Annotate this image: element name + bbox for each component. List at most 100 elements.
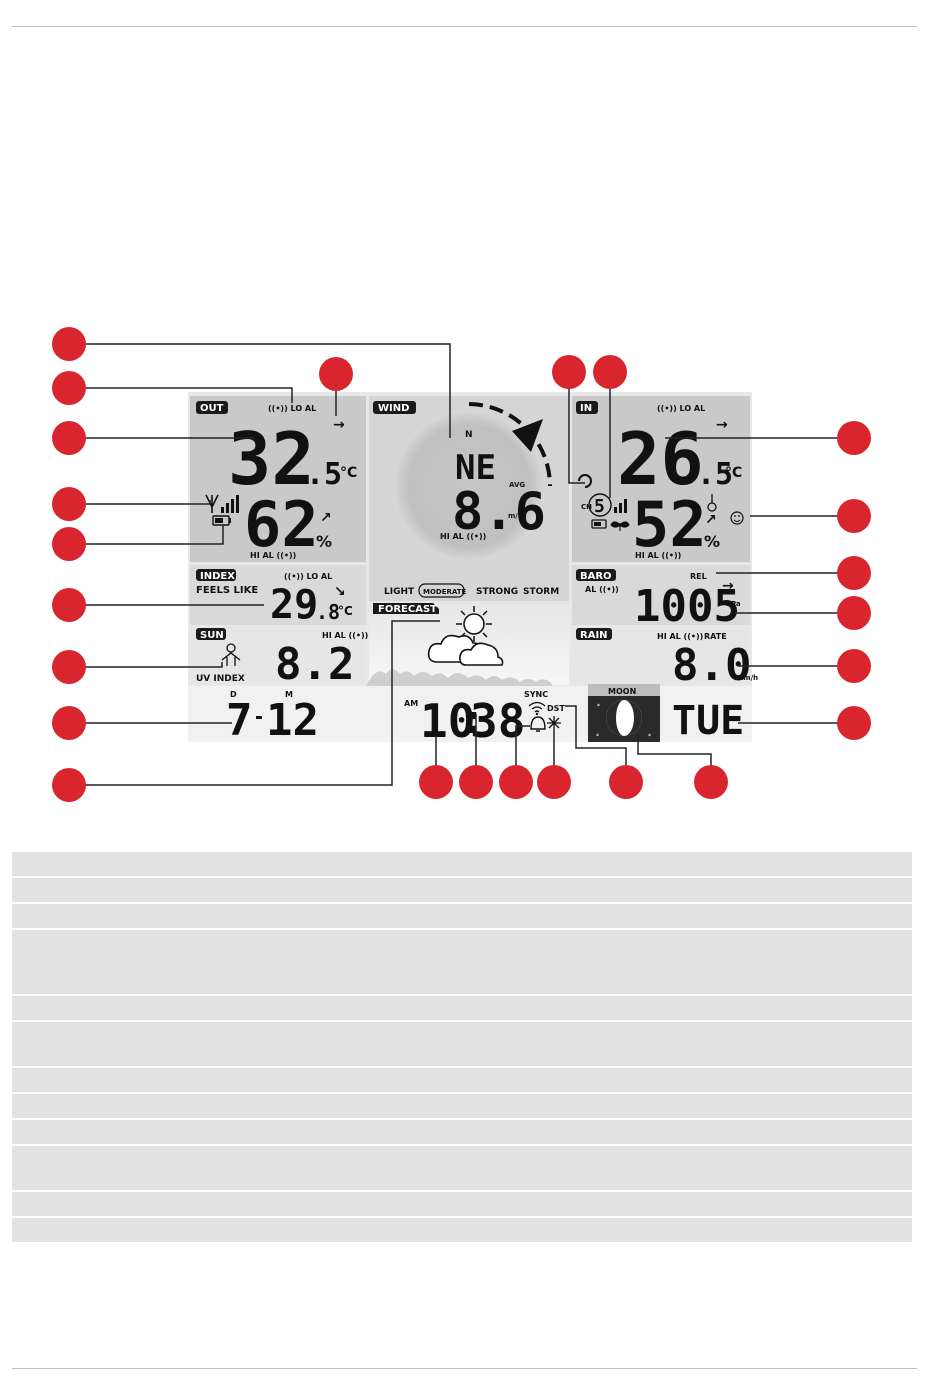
sync-label: SYNC	[524, 690, 548, 699]
battery-icon	[212, 515, 231, 526]
in-battery-icon	[591, 519, 607, 529]
moon-icon: * * *	[596, 700, 651, 740]
out-panel	[190, 396, 366, 562]
baro-unit: hPa	[726, 600, 741, 608]
wind-speed-unit: m/s	[508, 512, 522, 520]
forecast-tag: FORECAST	[378, 604, 437, 615]
legend-row	[12, 878, 912, 904]
callout-marker	[419, 765, 453, 799]
legend-row	[12, 996, 912, 1022]
callout-marker	[694, 765, 728, 799]
in-trend-arrow: →	[716, 417, 728, 433]
out-humidity-trend: ↗	[320, 510, 332, 526]
wind-avg-label: AVG	[509, 481, 525, 489]
out-tag: OUT	[200, 403, 224, 414]
out-trend-arrow: →	[333, 417, 345, 433]
callout-marker	[52, 421, 86, 455]
legend-row	[12, 1022, 912, 1068]
sun-tag-bg	[196, 628, 226, 640]
moon-label: MOON	[608, 687, 636, 696]
top-rule	[12, 26, 917, 27]
baro-rel-label: REL	[690, 572, 707, 581]
out-alarm-high: HI AL ((•))	[250, 551, 296, 560]
feels-like-unit: °C	[338, 604, 353, 618]
index-alarm-low: ((•)) LO AL	[284, 572, 332, 581]
index-tag: INDEX	[200, 571, 235, 582]
wind-scale-moderate: MODERATE	[423, 588, 467, 596]
out-humidity: 62	[244, 488, 319, 561]
out-temp-int: 32	[228, 417, 315, 501]
wind-scale-moderate-frame	[418, 583, 465, 598]
legend-row	[12, 1146, 912, 1192]
baro-tag: BARO	[580, 571, 612, 582]
svg-text:*: *	[648, 733, 651, 740]
time-colon: :	[461, 697, 485, 743]
channel-circle	[588, 493, 612, 517]
in-temp-int: 26	[617, 417, 704, 501]
callout-marker	[52, 527, 86, 561]
legend-table	[12, 852, 912, 1244]
date-day-label: D	[230, 690, 237, 699]
wind-direction-pointer	[512, 419, 543, 452]
time-ampm: AM	[404, 699, 418, 708]
in-panel	[572, 396, 750, 562]
svg-text:*: *	[596, 733, 599, 740]
callout-marker	[537, 765, 571, 799]
sun-cloud-icon	[427, 606, 504, 666]
callout-marker	[52, 650, 86, 684]
legend-row	[12, 1218, 912, 1244]
in-humidity-trend: ↗	[705, 512, 717, 528]
callout-marker	[499, 765, 533, 799]
out-temp-unit: °C	[340, 465, 357, 481]
time-hours: 10	[420, 694, 475, 748]
leader-lines	[84, 343, 838, 786]
rain-alarm-high: HI AL ((•))	[657, 632, 703, 641]
in-tag-bg	[576, 401, 598, 414]
date-month: 12	[266, 695, 319, 746]
index-trend: ↘	[334, 584, 346, 600]
callout-marker	[837, 421, 871, 455]
feels-like-label: FEELS LIKE	[196, 585, 258, 596]
legend-row	[12, 904, 912, 930]
callout-marker	[837, 706, 871, 740]
wind-speed: 8.6	[452, 482, 546, 542]
rain-rate-label: RATE	[704, 632, 727, 641]
channel-label: CH	[581, 503, 592, 511]
in-humidity: 52	[632, 488, 707, 561]
baro-tag-bg	[576, 569, 616, 581]
wind-alarm-high: HI AL ((•))	[440, 532, 486, 541]
date-month-label: M	[285, 690, 293, 699]
date-separator	[256, 716, 262, 719]
baro-alarm: AL ((•))	[585, 585, 619, 594]
antenna-icon	[205, 494, 239, 513]
legend-row	[12, 1094, 912, 1120]
plant-icon	[610, 521, 630, 531]
rain-tag: RAIN	[580, 630, 608, 641]
compass-north: N	[465, 430, 473, 440]
channel-number: 5	[594, 496, 605, 517]
callout-marker	[319, 357, 353, 391]
compass-ring	[393, 410, 545, 562]
dst-label: DST	[547, 704, 565, 713]
rain-unit: mm/h	[736, 674, 758, 682]
uv-index-label: UV INDEX	[196, 674, 245, 684]
baro-trend: →	[722, 578, 734, 594]
in-humidity-unit: %	[704, 532, 720, 551]
wind-direction: NE	[455, 448, 496, 488]
callout-marker	[609, 765, 643, 799]
in-temp-unit: °C	[725, 465, 742, 481]
feels-like-int: 29	[270, 582, 318, 628]
feels-like-dec: .8	[316, 600, 340, 624]
wind-scale-light: LIGHT	[384, 587, 415, 597]
callout-marker	[52, 371, 86, 405]
weekday: TUE	[672, 698, 744, 744]
time-minutes: 38	[470, 694, 525, 748]
sun-tag: SUN	[200, 630, 224, 641]
legend-row	[12, 930, 912, 996]
wind-scale-storm: STORM	[523, 587, 559, 597]
callout-marker	[552, 355, 586, 389]
callout-marker	[837, 499, 871, 533]
moon-label-bg	[588, 684, 660, 696]
channel-cycle-icon	[578, 474, 592, 488]
callout-marker	[459, 765, 493, 799]
